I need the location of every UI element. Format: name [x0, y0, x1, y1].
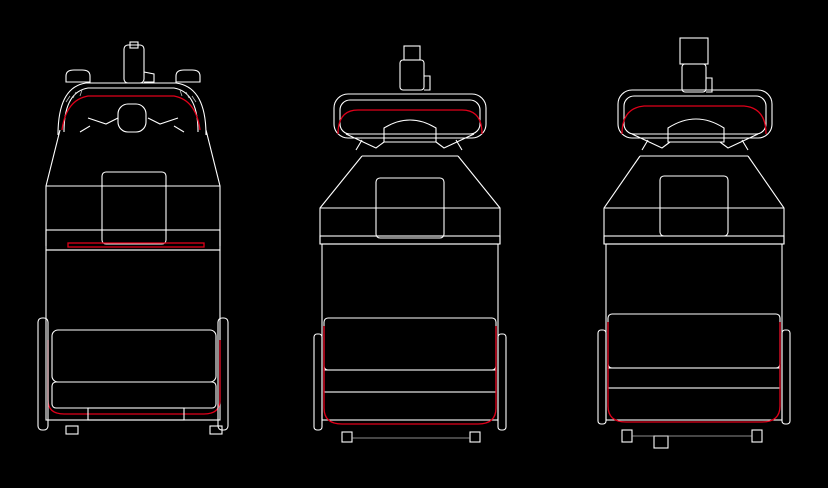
platform-step [607, 313, 781, 369]
platform-step [323, 317, 497, 371]
post-bracket [143, 71, 155, 83]
dashboard-red-edge [61, 95, 201, 131]
dashboard-inner [63, 87, 199, 133]
control-levers [345, 133, 475, 149]
seat-base-band [603, 235, 785, 245]
steering-hub [667, 118, 725, 143]
guard-rail-left [597, 329, 607, 425]
seat-back [101, 171, 167, 245]
steering-hub [383, 119, 437, 143]
dashboard-outer [57, 82, 207, 136]
caster-left [65, 425, 79, 435]
guard-rail-right [217, 317, 229, 431]
platform-frame [45, 249, 221, 421]
top-post-head [403, 45, 421, 61]
cab-body-sides [45, 129, 221, 246]
platform-red-edge [323, 326, 497, 425]
cab-plan-view-center [313, 45, 507, 443]
platform-frame [321, 243, 499, 421]
dashboard-inner [623, 95, 767, 135]
top-post [399, 59, 425, 91]
platform-step [51, 329, 217, 383]
guard-rail-right [781, 329, 791, 425]
dashboard-outer [617, 89, 773, 139]
top-post-head [679, 37, 709, 65]
caster-right [751, 429, 763, 443]
dashboard-red-edge [337, 109, 483, 135]
platform-red-edge [607, 322, 781, 423]
dashboard-outer [333, 93, 487, 139]
caster-right [209, 425, 223, 435]
cab-body-sides [319, 155, 501, 244]
seat-base-band [319, 235, 501, 245]
knob-left [65, 69, 91, 83]
steering-hub [117, 103, 147, 133]
platform-frame [605, 243, 783, 421]
control-levers [631, 133, 759, 149]
seat-base-red [67, 242, 205, 248]
platform-floor [607, 367, 781, 389]
platform-floor [323, 369, 497, 393]
caster-right [469, 431, 481, 443]
top-post [681, 63, 707, 93]
cab-plan-view-left [37, 41, 229, 435]
knob-right [175, 69, 201, 83]
seat-back [375, 177, 445, 239]
guard-rail-right [497, 333, 507, 431]
post-bracket [424, 75, 431, 91]
lever-tips [641, 139, 749, 151]
caster-left [621, 429, 633, 443]
platform-floor [51, 381, 217, 409]
cab-body-sides [603, 155, 785, 244]
lever-tips [79, 125, 185, 133]
caster-left [341, 431, 353, 443]
guard-rail-left [37, 317, 49, 431]
guard-rail-left [313, 333, 323, 431]
dashboard-red-edge [621, 105, 767, 135]
cab-plan-view-right [597, 37, 791, 449]
seat-back [659, 175, 729, 237]
control-levers [87, 117, 179, 125]
dashboard-vents [65, 89, 197, 103]
top-post-cap [129, 41, 139, 49]
top-post-left-view [123, 44, 145, 84]
lever-tips [355, 139, 463, 151]
rear-hitch [653, 435, 669, 449]
rear-bumper [87, 407, 185, 421]
post-bracket [706, 77, 713, 93]
dashboard-inner [339, 99, 481, 135]
platform-red-edge [47, 340, 221, 415]
